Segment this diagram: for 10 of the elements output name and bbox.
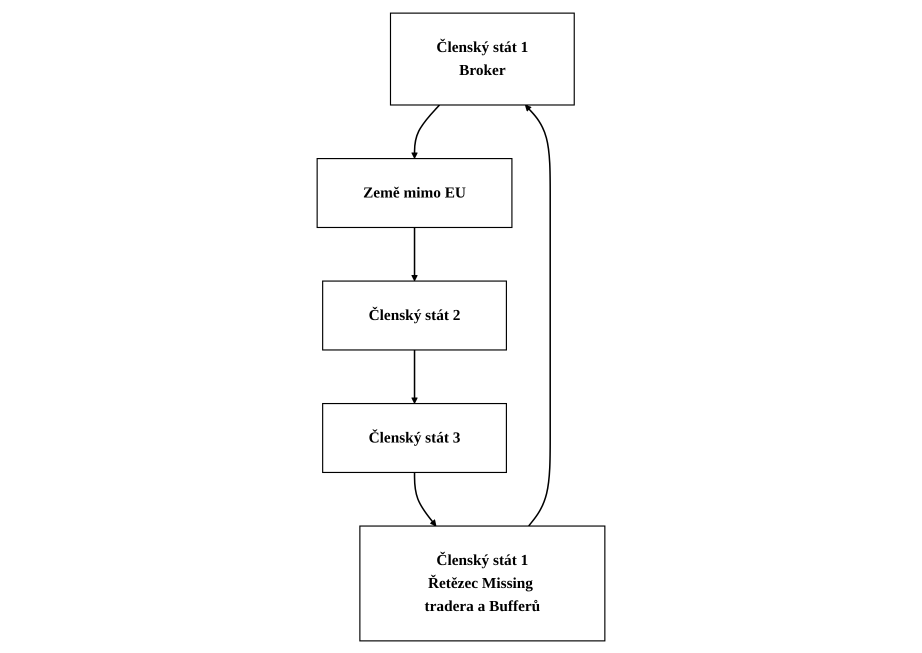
node-box: Členský stát 3 bbox=[322, 402, 507, 473]
node-box: Členský stát 1 Broker bbox=[390, 12, 575, 106]
arrow bbox=[524, 104, 551, 526]
arrow bbox=[411, 104, 440, 158]
arrow bbox=[411, 226, 418, 281]
arrow bbox=[411, 349, 418, 404]
arrow bbox=[414, 472, 436, 526]
node-box: Členský stát 2 bbox=[322, 280, 507, 350]
node-box: Členský stát 1 Řetězec Missing tradera a Bufferů bbox=[359, 524, 606, 641]
node-box: Země mimo EU bbox=[316, 158, 512, 228]
